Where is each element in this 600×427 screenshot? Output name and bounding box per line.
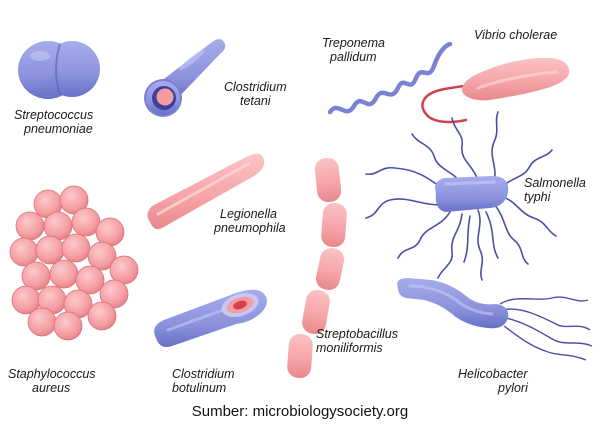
staphylococcus-aureus-shape [9,185,139,341]
clostridium-botulinum-shape [154,289,267,347]
vibrio-cholerae-shape [421,57,570,124]
label-streptobacillus-moniliformis: Streptobacillus moniliformis [316,327,398,355]
treponema-pallidum-shape [327,41,453,115]
label-salmonella-typhi: Salmonella typhi [524,176,586,204]
helicobacter-pylori-shape [397,278,593,361]
label-vibrio-cholerae: Vibrio cholerae [474,28,558,42]
label-staphylococcus-aureus: Staphylococcus aureus [8,367,96,395]
label-clostridium-tetani: Clostridium tetani [224,80,287,108]
source-caption: Sumber: microbiologysociety.org [191,403,409,420]
label-clostridium-botulinum: Clostridium botulinum [172,367,235,395]
label-helicobacter-pylori: Helicobacter pylori [458,367,528,395]
streptobacillus-moniliformis-shape [287,157,347,379]
legionella-pneumophila-shape [147,153,265,230]
salmonella-typhi-shape [365,111,557,281]
label-treponema-pallidum: Treponema pallidum [322,36,385,64]
streptococcus-pneumoniae-shape [18,41,100,99]
clostridium-tetani-shape [144,39,226,117]
label-streptococcus-pneumoniae: Streptococcus pneumoniae [14,108,94,136]
label-legionella-pneumophila: Legionella pneumophila [214,207,286,235]
salmonella-body [435,176,509,212]
